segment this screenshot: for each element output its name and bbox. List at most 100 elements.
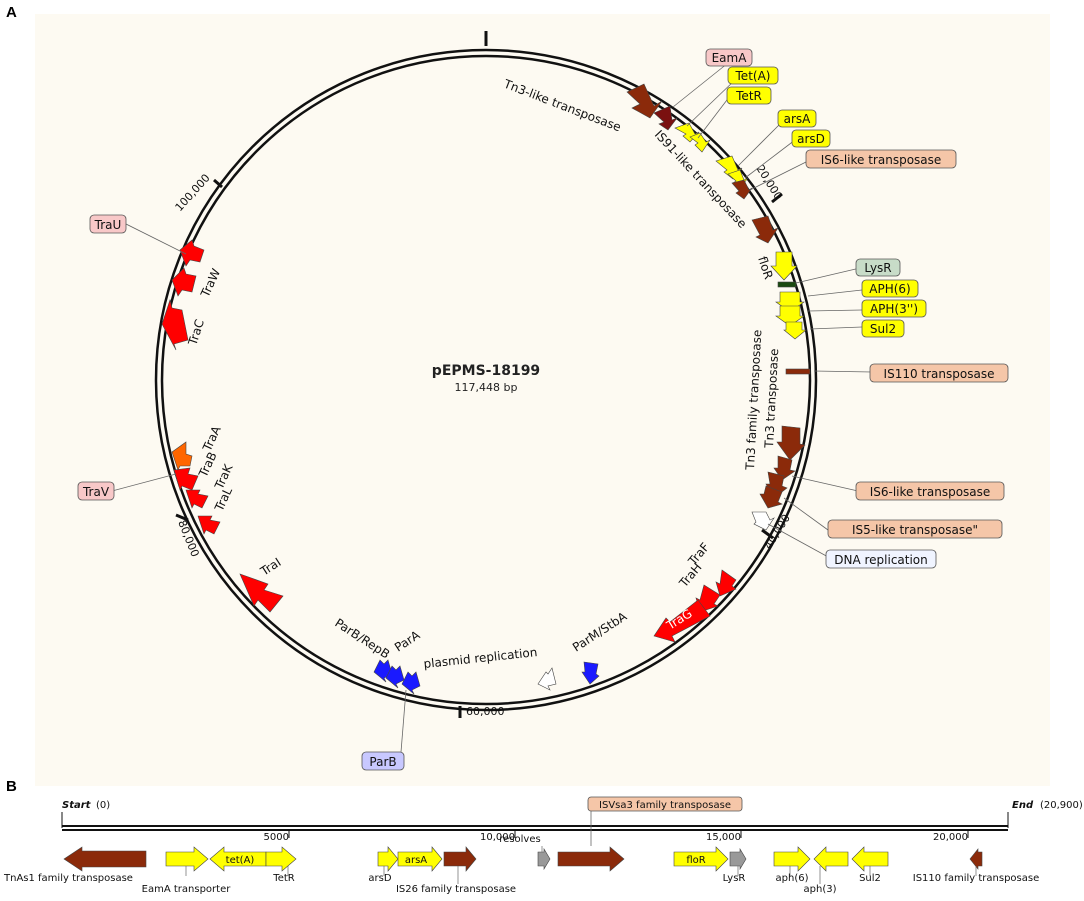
gene-arrow-is110 <box>785 368 811 375</box>
lin-intext-flor: floR <box>686 855 705 866</box>
box-aph6 <box>861 279 919 298</box>
gene-arrow-trau <box>179 239 205 267</box>
box-text-dnarep: DNA replication <box>834 553 928 567</box>
panel-a-label: A <box>6 4 17 21</box>
linear-tick-5000: 5000 <box>264 832 289 843</box>
gene-arrow-trak <box>185 489 209 509</box>
gene-arrow-trac <box>161 298 189 351</box>
box-text-arsd: arsD <box>797 132 825 146</box>
lin-label-aph3: aph(3) <box>804 884 837 895</box>
lin-label-resolves: resolves <box>499 834 540 845</box>
box-is5 <box>827 519 1003 539</box>
label-tn3like: Tn3-like transposase <box>501 76 623 134</box>
linear-leader-lines <box>185 846 977 884</box>
label-para: ParA <box>392 628 423 655</box>
lin-arrow-sul2 <box>851 846 889 872</box>
box-text-is5: IS5-like transposase" <box>852 523 978 537</box>
lin-intext-arsa: arsA <box>405 855 427 866</box>
lin-label-tetr: TetR <box>272 873 294 884</box>
label-parbrepb: ParB/RepB <box>332 616 392 662</box>
lin-arrow-resolves <box>537 847 551 871</box>
linear-arrows <box>63 846 983 872</box>
gene-arrow-tn3 <box>773 455 796 481</box>
lin-intext-teta: tet(A) <box>226 855 255 866</box>
lin-label-is110: IS110 family transposase <box>913 873 1039 884</box>
box-text-aph6: APH(6) <box>869 282 910 296</box>
box-text-is6b: IS6-like transposase <box>870 485 991 499</box>
gene-arrow-lysr <box>777 281 797 288</box>
linear-end-label: End <box>1012 800 1034 811</box>
lin-arrow-flor <box>673 846 729 872</box>
lin-arrow-aph3 <box>813 846 849 872</box>
gene-arrow-para <box>401 671 421 695</box>
lin-arrow-lysr <box>729 847 747 871</box>
linear-top-box-text: ISVsa3 family transposase <box>599 800 731 811</box>
plasmid-circle <box>154 48 818 712</box>
linear-map <box>61 808 1009 846</box>
box-dnarep <box>825 549 937 569</box>
box-eama <box>705 48 753 67</box>
box-trav <box>77 481 115 501</box>
lin-arrow-eama <box>165 846 209 872</box>
box-tetr <box>726 86 772 105</box>
lin-arrow-arsd <box>377 846 399 872</box>
box-arsa <box>777 109 817 128</box>
gene-arrow-traa <box>171 441 193 471</box>
plasmid-size: 117,448 bp <box>455 381 518 394</box>
label-tn3: Tn3 transposase <box>762 348 781 449</box>
linear-tick-15000: 15,000 <box>706 832 741 843</box>
lin-label-tnas1: TnAs1 family transposase <box>3 873 133 884</box>
tick-label-20000: 20,000 <box>753 163 784 203</box>
box-teta <box>727 66 779 85</box>
box-text-arsa: arsA <box>784 112 812 126</box>
gene-arrow-tn3family <box>776 425 806 461</box>
label-traw: TraW <box>198 266 224 300</box>
linear-tick-20000: 20,000 <box>933 832 968 843</box>
gene-arrow-sul2 <box>783 321 807 340</box>
lin-arrow-arsa <box>397 846 443 872</box>
lin-arrow-isvsa3 <box>557 846 625 872</box>
lin-label-lysr: LysR <box>723 873 746 884</box>
linear-top-box <box>587 796 743 812</box>
lin-arrow-tnas1 <box>63 846 147 872</box>
gene-arrow-tn3like <box>626 83 663 119</box>
lin-arrow-tetr <box>265 846 297 872</box>
box-text-trav: TraV <box>82 485 110 499</box>
leader-lines <box>111 62 873 753</box>
box-sul2 <box>861 319 905 338</box>
gene-arrow-is5 <box>759 485 783 509</box>
linear-end-value: (20,900) <box>1040 800 1083 811</box>
lin-label-arsd: arsD <box>368 873 391 884</box>
label-flor: floR <box>755 255 775 281</box>
lin-arrow-teta <box>209 846 267 872</box>
gene-arrow-is6a <box>731 179 753 200</box>
lin-label-aph6: aph(6) <box>776 873 809 884</box>
label-trai: TraI <box>257 555 283 579</box>
label-tn3family: Tn3 family transposase <box>743 329 764 471</box>
label-trak: TraK <box>212 461 236 492</box>
label-plasmidrep: plasmid replication <box>423 645 538 671</box>
box-is6b <box>855 481 1005 501</box>
label-parm: ParM/StbA <box>570 609 630 655</box>
tick-label-100000: 100,000 <box>173 171 213 214</box>
linear-tick-10000: 10,000 <box>480 832 515 843</box>
box-parb <box>361 751 405 771</box>
linear-start-value: (0) <box>96 800 110 811</box>
gene-arrow-tral <box>197 515 221 535</box>
box-text-tetr: TetR <box>735 89 762 103</box>
box-lysr <box>855 258 901 277</box>
lin-label-is26: IS26 family transposase <box>396 884 516 895</box>
box-arsd <box>791 129 831 148</box>
gene-arrow-dnarep <box>751 511 775 531</box>
box-is110 <box>869 363 1009 383</box>
gene-arrow-traw <box>171 267 197 297</box>
lin-arrow-is26 <box>443 846 477 872</box>
box-text-eama: EamA <box>712 51 748 65</box>
label-trah: TraH <box>676 560 705 590</box>
boxed-labels: EamA Tet(A) TetR arsA arsD IS6-like tran… <box>77 48 1009 771</box>
panel-b-label: B <box>6 778 17 795</box>
box-text-is110: IS110 transposase <box>884 367 995 381</box>
panel-a-background <box>35 14 1050 786</box>
box-text-is6a: IS6-like transposase <box>821 153 942 167</box>
